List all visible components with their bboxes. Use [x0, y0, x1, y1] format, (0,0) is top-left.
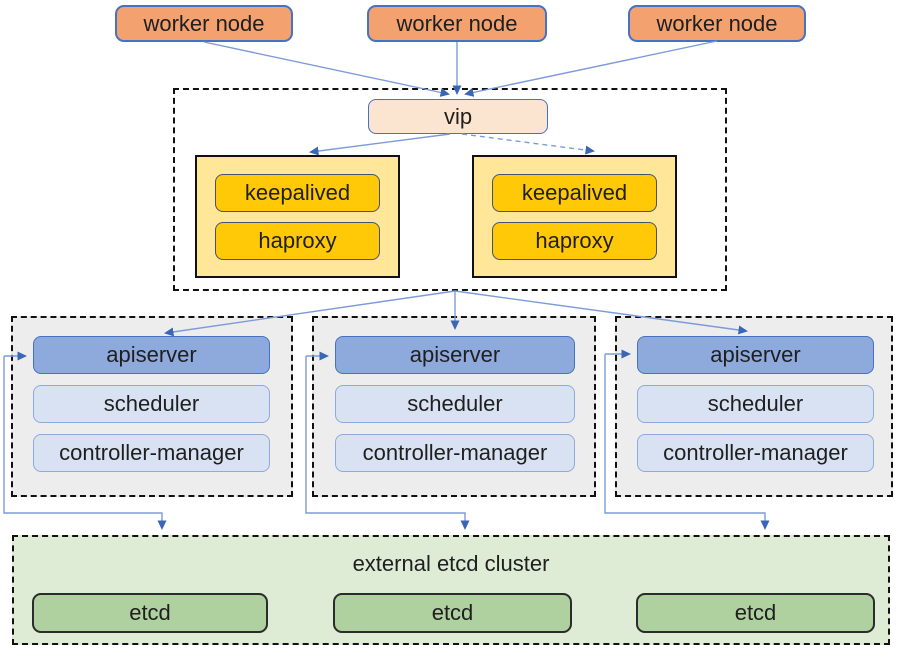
apiserver-box: apiserver: [335, 336, 575, 374]
etcd-box: etcd: [32, 593, 268, 633]
controller-manager-box: controller-manager: [335, 434, 575, 472]
worker-node-box: worker node: [628, 5, 806, 42]
etcd-cluster-title: external etcd cluster: [352, 551, 550, 576]
apiserver-box: apiserver: [637, 336, 874, 374]
haproxy-box: haproxy: [215, 222, 380, 260]
scheduler-box: scheduler: [33, 385, 270, 423]
controller-manager-box: controller-manager: [637, 434, 874, 472]
arrow-worker3-vip: [464, 40, 718, 97]
keepalived-box: keepalived: [215, 174, 380, 212]
scheduler-box: scheduler: [335, 385, 575, 423]
ha-group-box: [173, 88, 727, 291]
worker-node-box: worker node: [367, 5, 547, 42]
etcd-box: etcd: [333, 593, 572, 633]
keepalived-box: keepalived: [492, 174, 657, 212]
vip-box: vip: [368, 99, 548, 134]
etcd-box: etcd: [636, 593, 875, 633]
controller-manager-box: controller-manager: [33, 434, 270, 472]
scheduler-box: scheduler: [637, 385, 874, 423]
worker-node-box: worker node: [115, 5, 293, 42]
arrow-worker1-vip: [203, 41, 450, 97]
apiserver-box: apiserver: [33, 336, 270, 374]
haproxy-box: haproxy: [492, 222, 657, 260]
